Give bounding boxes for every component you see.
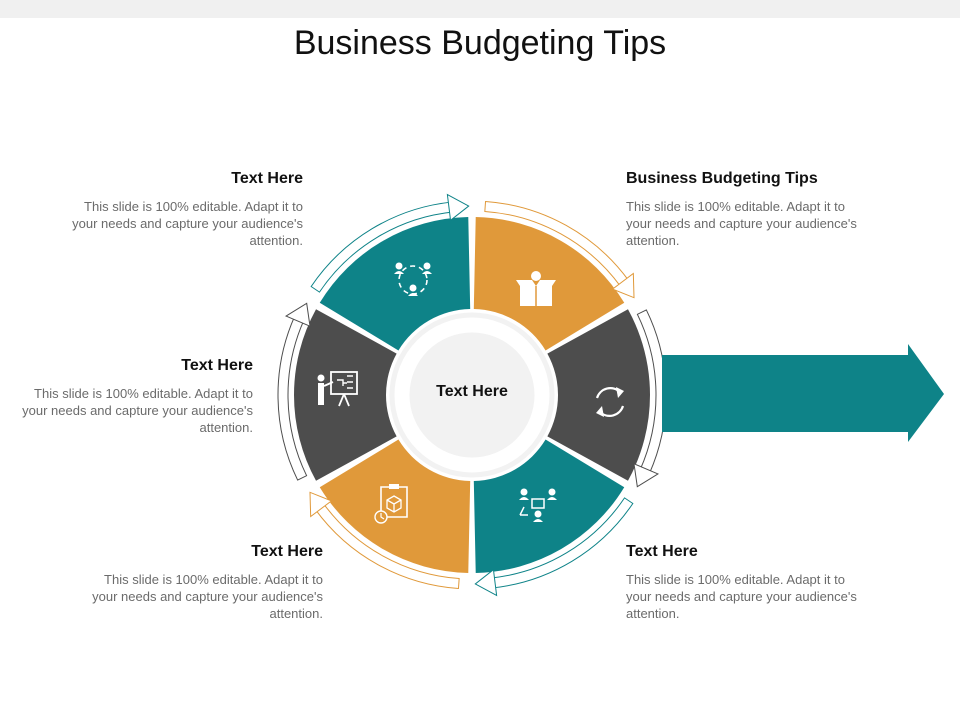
presentation-icon — [317, 371, 358, 407]
arrow-arc-head — [474, 568, 498, 597]
top-bar — [0, 0, 960, 18]
arrow-arc-head — [611, 272, 635, 299]
icons-group — [317, 262, 625, 524]
center-disk — [408, 331, 536, 459]
segment-top-left — [319, 217, 471, 351]
arrow-arc — [484, 200, 630, 288]
cycle-arrowhead — [596, 406, 604, 417]
text-block-middle-left: Text Here This slide is 100% editable. A… — [13, 357, 253, 436]
refresh-cycle-icon — [595, 387, 625, 417]
team-meeting-icon — [519, 488, 557, 522]
text-block-heading: Text Here — [181, 357, 253, 374]
text-block-bottom-left: Text Here This slide is 100% editable. A… — [83, 543, 323, 622]
text-block-body: This slide is 100% editable. Adapt it to… — [72, 199, 303, 248]
center-label: Text Here — [436, 383, 508, 400]
big-arrow-group — [662, 344, 944, 442]
text-block-body: This slide is 100% editable. Adapt it to… — [22, 386, 253, 435]
big-right-arrow — [662, 344, 944, 442]
text-block-body: This slide is 100% editable. Adapt it to… — [92, 572, 323, 621]
person-body — [519, 497, 529, 500]
text-block-body: This slide is 100% editable. Adapt it to… — [626, 572, 857, 621]
arrow-arcs-group — [277, 193, 667, 597]
cycle-arrowhead — [616, 387, 624, 398]
text-block-top-right: Business Budgeting Tips This slide is 10… — [626, 170, 866, 249]
segment-bottom-right — [473, 439, 625, 573]
team-network-icon — [394, 262, 432, 296]
arrow-arc — [314, 502, 460, 590]
text-block-heading: Text Here — [626, 543, 698, 560]
cube — [386, 495, 402, 513]
segment-bottom-left — [319, 439, 471, 573]
meeting-arrow — [519, 506, 528, 516]
network-ring — [398, 265, 428, 295]
text-block-heading: Business Budgeting Tips — [626, 170, 818, 187]
arrow-arc-head — [309, 491, 333, 518]
person-head — [409, 284, 417, 292]
person-head — [520, 488, 528, 496]
box-flaps — [516, 280, 556, 286]
clipboard-cube-icon — [374, 484, 408, 524]
person-body — [533, 519, 543, 522]
person-body — [422, 271, 432, 274]
presenter-head — [317, 374, 325, 382]
clock-hands — [380, 513, 385, 520]
text-block-heading: Text Here — [231, 170, 303, 187]
board-stand — [338, 393, 350, 407]
text-block-body: This slide is 100% editable. Adapt it to… — [626, 199, 857, 248]
inner-ring — [389, 312, 555, 478]
text-block-top-left: Text Here This slide is 100% editable. A… — [63, 170, 303, 249]
item-dot — [531, 271, 541, 281]
center-disk-outline — [406, 329, 538, 461]
clipboard-clip — [389, 484, 399, 489]
board-chart — [337, 375, 353, 389]
meeting-board — [531, 498, 545, 509]
arrow-arc-head — [284, 302, 311, 328]
person-head — [534, 510, 542, 518]
slide-title: Business Budgeting Tips — [293, 24, 667, 62]
person-head — [548, 488, 556, 496]
person-head — [395, 262, 403, 270]
person-body — [547, 497, 557, 500]
presenter-body — [318, 383, 324, 405]
arrow-arc — [277, 315, 308, 481]
arrow-arc — [310, 201, 454, 293]
arrow-arc-head — [633, 462, 660, 488]
open-box-icon — [516, 271, 556, 306]
arrow-arc-head — [446, 193, 470, 222]
text-block-heading: Text Here — [251, 543, 323, 560]
arrow-arc — [490, 497, 634, 589]
person-head — [423, 262, 431, 270]
person-body — [394, 271, 404, 274]
text-block-bottom-right: Text Here This slide is 100% editable. A… — [626, 543, 866, 622]
